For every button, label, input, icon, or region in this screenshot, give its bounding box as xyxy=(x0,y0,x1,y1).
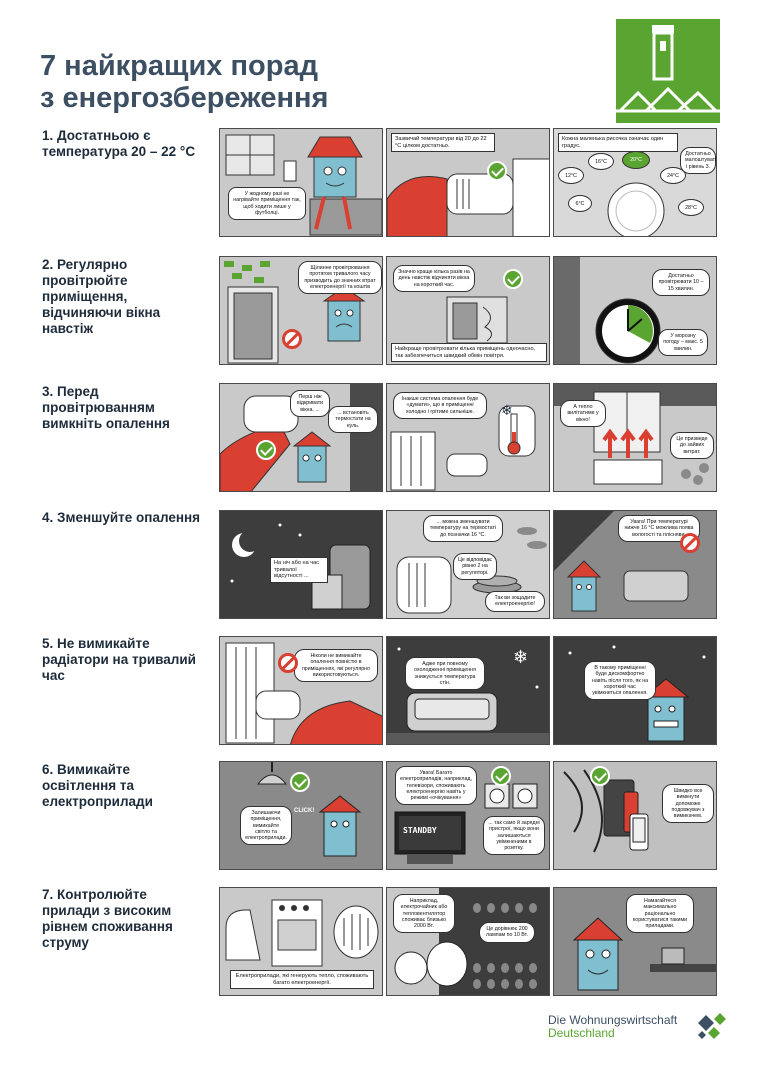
bubble: Достатньо провітрювати 10 – 15 хвилин. xyxy=(652,269,710,296)
bubble: Залишаючи приміщення, вимикайте світло т… xyxy=(240,806,292,846)
panel-4-1: На ніч або на час тривалої відсутності .… xyxy=(219,510,383,619)
bubble: Наприклад, електрочайник або тепловентил… xyxy=(393,894,455,934)
panel-4-3: Увага! При температурі нижче 16 °C можли… xyxy=(553,510,717,619)
snowflake-icon: ❄ xyxy=(513,647,529,667)
bubble: Достатньо малоштувати і рівень 3. xyxy=(680,147,716,174)
checkmark-icon xyxy=(256,440,276,460)
tip-2-label: 2. Регулярно провітрюйте приміщення, від… xyxy=(42,257,161,336)
panel-6-3: Швидко все вимкнути допоможе подовжувач … xyxy=(553,761,717,870)
caption: Електроприлади, які генерують тепло, спо… xyxy=(230,970,374,990)
panel-4-2: ... можна зменшувати температуру на терм… xyxy=(386,510,550,619)
temp-12: 12°C xyxy=(558,167,584,184)
tip-7-label: 7. Контролюйте прилади з високим рівнем … xyxy=(42,887,173,950)
publisher-line-1: Die Wohnungswirtschaft xyxy=(548,1013,678,1027)
panel-3-2: Інакше система опалення буде «думати», щ… xyxy=(386,383,550,492)
bubble: Намагайтеся максимально раціонально кори… xyxy=(626,894,694,934)
checkmark-icon xyxy=(503,269,523,289)
panel-5-3: В такому приміщенні буде дискомфортно на… xyxy=(553,636,717,745)
temp-28: 28°C xyxy=(678,199,704,216)
publisher-line-2: Deutschland xyxy=(548,1026,615,1040)
panel-7-3: Намагайтеся максимально раціонально кори… xyxy=(553,887,717,996)
temp-6: 6°C xyxy=(568,195,592,212)
bubble: Інакше система опалення буде «думати», щ… xyxy=(393,392,487,419)
bubble: Адже при повному охолодженні приміщення … xyxy=(405,657,485,691)
bubble: А тепло вилітатиме у вікно! xyxy=(560,400,606,427)
tip-6-label: 6. Вимикайте освітлення та електроприлад… xyxy=(42,762,153,809)
tip-3-label: 3. Перед провітрюванням вимкніть опаленн… xyxy=(42,384,170,431)
panel-1-1: У жодному разі не нагрівайте приміщення … xyxy=(219,128,383,237)
panel-5-2: Адже при повному охолодженні приміщення … xyxy=(386,636,550,745)
snowflake-icon: ❄ xyxy=(501,402,513,418)
panel-6-2: Увага! Багато електроприладів, наприклад… xyxy=(386,761,550,870)
bubble: Це дорівнює 200 лампам по 10 Вт. xyxy=(479,922,535,943)
bubble: Ніколи не вимикайте опалення повністю в … xyxy=(294,649,378,683)
bubble: Значно краще кілька разів на день навсті… xyxy=(393,265,475,292)
publisher-logo-icon xyxy=(694,1011,726,1043)
checkmark-icon xyxy=(487,161,507,181)
panel-1-3: Кожна маленька рисочка означає один град… xyxy=(553,128,717,237)
tip-4-label: 4. Зменшуйте опалення xyxy=(42,510,201,525)
bubble: Увага! Багато електроприладів, наприклад… xyxy=(395,766,477,806)
bubble: В такому приміщенні буде дискомфортно на… xyxy=(584,661,656,701)
title-line-1: 7 найкращих порад xyxy=(40,50,318,82)
panel-1-2: Зазвичай температури від 20 до 22 °C ціл… xyxy=(386,128,550,237)
prohibited-icon xyxy=(278,653,298,673)
temp-16: 16°C xyxy=(588,153,614,170)
panel-7-1: Електроприлади, які генерують тепло, спо… xyxy=(219,887,383,996)
tower-logo xyxy=(616,19,720,123)
bubble: Це відповідає рівню 2 на регуляторі. xyxy=(453,553,497,580)
caption: Найкраще провітрювати кілька приміщень о… xyxy=(391,343,547,363)
panel-6-1: Залишаючи приміщення, вимикайте світло т… xyxy=(219,761,383,870)
bubble: ... встановіть термостати на нуль. xyxy=(328,406,378,433)
page-title: 7 найкращих порад з енергозбереження xyxy=(40,50,328,114)
temp-24: 24°C xyxy=(660,167,686,184)
prohibited-icon xyxy=(680,533,700,553)
panel-3-3: А тепло вилітатиме у вікно! Це призведе … xyxy=(553,383,717,492)
panel-7-2: Наприклад, електрочайник або тепловентил… xyxy=(386,887,550,996)
bubble: ... можна зменшувати температуру на терм… xyxy=(423,515,503,542)
click-text: CLICK! xyxy=(294,808,315,814)
bubble: Так ви зощадите електроенергію! xyxy=(485,591,545,612)
standby-text: STANDBY xyxy=(403,826,437,835)
temp-20: 20°C xyxy=(622,151,650,169)
panel-2-3: Достатньо провітрювати 10 – 15 хвилин. У… xyxy=(553,256,717,365)
panel-3-1: Перш ніж відкривати вікна, ... ... встан… xyxy=(219,383,383,492)
prohibited-icon xyxy=(282,329,302,349)
caption: На ніч або на час тривалої відсутності .… xyxy=(270,557,328,583)
checkmark-icon xyxy=(590,766,610,786)
bubble: Це призведе до зайвих витрат. xyxy=(670,432,714,459)
panel-5-1: Ніколи не вимикайте опалення повністю в … xyxy=(219,636,383,745)
checkmark-icon xyxy=(491,766,511,786)
caption: Зазвичай температури від 20 до 22 °C ціл… xyxy=(391,133,495,153)
bubble: Щілинне провітрювання протягом тривалого… xyxy=(298,261,382,295)
tip-5-label: 5. Не вимикайте радіатори на тривалий ча… xyxy=(42,636,196,683)
bubble: У жодному разі не нагрівайте приміщення … xyxy=(228,187,306,221)
panel-2-2: Значно краще кілька разів на день навсті… xyxy=(386,256,550,365)
bubble: Швидко все вимкнути допоможе подовжувач … xyxy=(662,784,714,824)
caption: Кожна маленька рисочка означає один град… xyxy=(558,133,678,153)
publisher-name: Die Wohnungswirtschaft Deutschland xyxy=(548,1014,677,1040)
checkmark-icon xyxy=(290,772,310,792)
bubble: Перш ніж відкривати вікна, ... xyxy=(290,390,330,417)
bubble: У морозну погоду – макс. 5 хвилин. xyxy=(658,329,708,356)
title-line-2: з енергозбереження xyxy=(40,82,329,114)
tip-1-label: 1. Достатньою є температура 20 – 22 °C xyxy=(42,128,196,159)
panel-2-1: Щілинне провітрювання протягом тривалого… xyxy=(219,256,383,365)
bubble: ... так само й зарядні пристрої, якщо во… xyxy=(483,816,545,856)
